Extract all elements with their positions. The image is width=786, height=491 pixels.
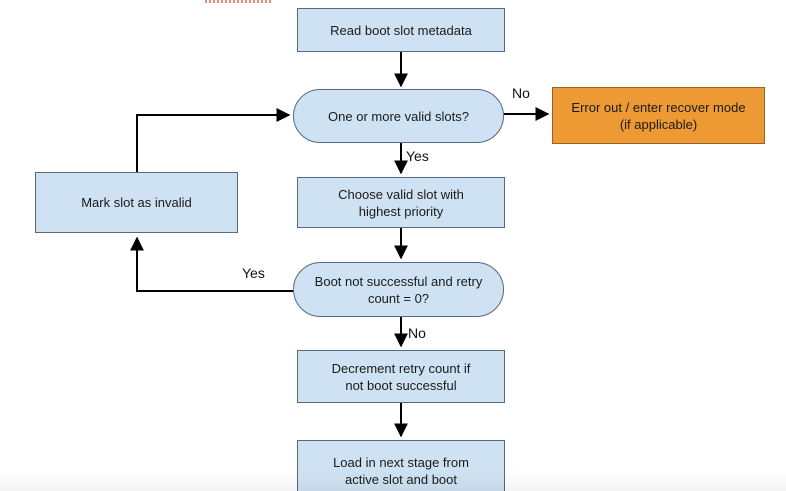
edge-label-yes: Yes — [242, 265, 265, 281]
node-error-out-recover-mode: Error out / enter recover mode (if appli… — [552, 87, 765, 144]
node-label: Load in next stage from active slot and … — [333, 455, 469, 487]
node-mark-slot-invalid: Mark slot as invalid — [35, 172, 238, 233]
edge-label-no: No — [512, 85, 530, 101]
node-read-boot-slot-metadata: Read boot slot metadata — [297, 8, 505, 52]
node-boot-not-successful-check: Boot not successful and retry count = 0? — [293, 262, 504, 317]
node-choose-valid-slot: Choose valid slot with highest priority — [297, 177, 505, 228]
red-dotted-artifact — [205, 0, 271, 3]
node-label: Choose valid slot with highest priority — [338, 186, 464, 219]
edge-bootcheck-yes-to-markinvalid — [130, 236, 293, 292]
node-one-or-more-valid-slots: One or more valid slots? — [293, 89, 504, 143]
node-label: Error out / enter recover mode (if appli… — [571, 99, 746, 132]
edge-label-no: No — [408, 325, 426, 341]
node-label: Decrement retry count if not boot succes… — [331, 360, 471, 393]
edge-markinvalid-to-validslots — [136, 108, 291, 172]
node-label: Read boot slot metadata — [330, 22, 472, 38]
node-load-next-stage: Load in next stage from active slot and … — [297, 440, 505, 491]
node-decrement-retry-count: Decrement retry count if not boot succes… — [297, 350, 505, 403]
node-label: One or more valid slots? — [328, 108, 469, 124]
node-label: Mark slot as invalid — [81, 195, 192, 210]
edge-label-yes: Yes — [406, 148, 429, 164]
node-label: Boot not successful and retry count = 0? — [314, 273, 483, 306]
